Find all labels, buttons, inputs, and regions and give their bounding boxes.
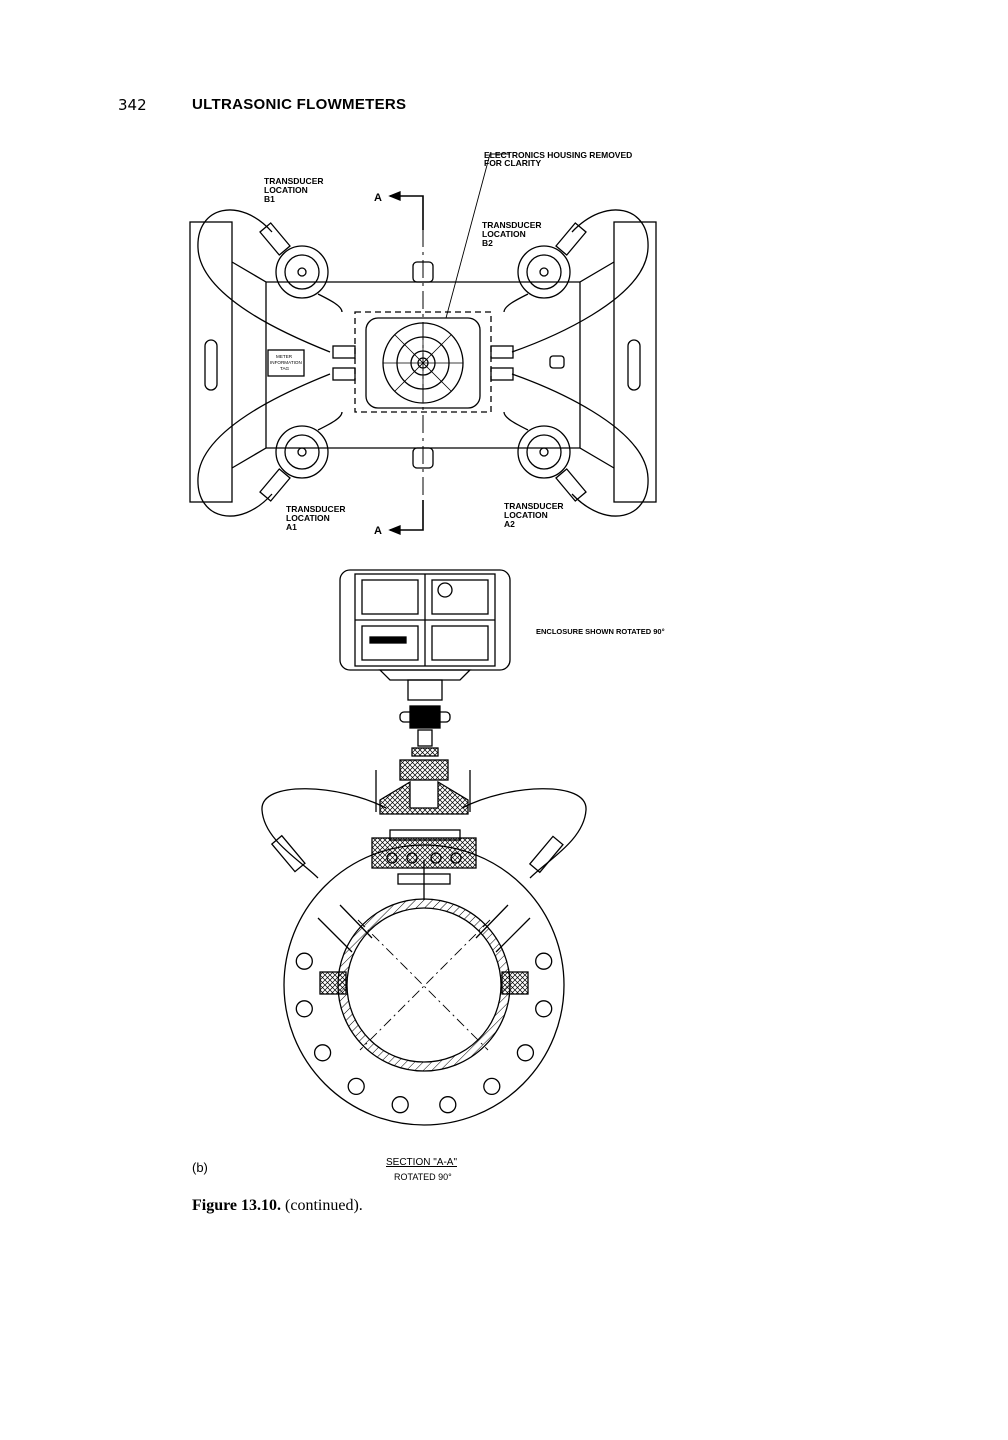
b1-label-line3: B1 — [264, 194, 275, 204]
bolt-hole — [536, 953, 552, 969]
figure-caption: Figure 13.10. (continued). — [192, 1197, 363, 1215]
a1-label-line3: A1 — [286, 522, 297, 532]
section-title: SECTION "A-A" — [386, 1157, 457, 1168]
a2-label-line3: A2 — [504, 519, 515, 529]
bolt-hole — [348, 1078, 364, 1094]
transducer-a1 — [260, 412, 342, 501]
caption-label: Figure 13.10. — [192, 1197, 281, 1214]
right-flange — [614, 222, 656, 502]
enclosure-side-view — [340, 570, 510, 756]
bolt-hole — [315, 1045, 331, 1061]
transducer-a2 — [504, 412, 586, 501]
top-view — [190, 154, 656, 534]
section-marker-top: A — [374, 192, 382, 204]
bolt-hole — [484, 1078, 500, 1094]
b2-label-line3: B2 — [482, 238, 493, 248]
bolt-hole — [296, 953, 312, 969]
section-a-a — [262, 760, 586, 1125]
bolt-hole — [296, 1001, 312, 1017]
section-subtitle: ROTATED 90° — [394, 1172, 452, 1182]
bolt-hole — [440, 1097, 456, 1113]
tag-line1: METER — [276, 354, 293, 359]
enclosure-note: ENCLOSURE SHOWN ROTATED 90° — [536, 627, 665, 636]
tag-line2: INFORMATION — [270, 360, 302, 365]
left-flange — [190, 222, 232, 502]
transducer-b1 — [260, 223, 342, 312]
bolt-hole — [536, 1001, 552, 1017]
part-label: (b) — [192, 1160, 208, 1175]
callout-housing-line2: FOR CLARITY — [484, 158, 541, 168]
section-marker-bottom: A — [374, 525, 382, 537]
bolt-hole — [392, 1097, 408, 1113]
tag-line3: TAG — [280, 366, 290, 371]
bolt-hole — [517, 1045, 533, 1061]
caption-text: (continued). — [281, 1197, 363, 1214]
